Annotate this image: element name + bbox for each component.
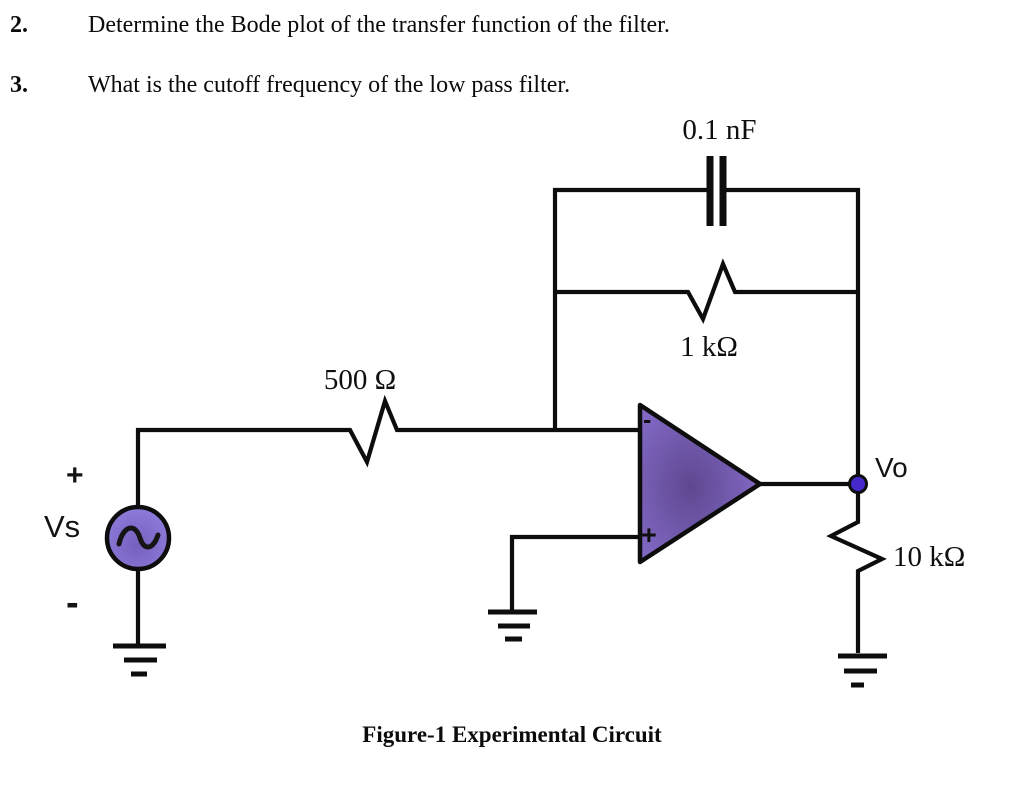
question-3-number: 3. bbox=[10, 72, 28, 98]
wire-feedback-right bbox=[726, 187, 861, 476]
wires-group bbox=[113, 156, 887, 688]
question-3-text: What is the cutoff frequency of the low … bbox=[88, 72, 571, 98]
wire-feedback-left bbox=[552, 187, 707, 430]
label-source-vs: Vs bbox=[44, 509, 81, 544]
question-2-text: Determine the Bode plot of the transfer … bbox=[88, 12, 670, 38]
source-plus-terminal: + bbox=[66, 459, 84, 492]
label-load-resistor: 10 kΩ bbox=[893, 541, 966, 573]
ground-symbol-load bbox=[838, 653, 887, 688]
label-input-resistor: 500 Ω bbox=[323, 364, 397, 396]
label-feedback-capacitor: 0.1 nF bbox=[682, 114, 757, 146]
sine-wave-icon bbox=[116, 525, 161, 550]
opamp-inverting-sign: - bbox=[643, 406, 652, 434]
label-feedback-resistor: 1 kΩ bbox=[680, 331, 738, 363]
wire-feedback-resistor-1k bbox=[555, 258, 858, 325]
opamp-triangle bbox=[637, 402, 763, 565]
figure-caption: Figure-1 Experimental Circuit bbox=[362, 722, 662, 747]
wire-load-resistor-10k bbox=[826, 492, 887, 653]
ground-symbol-source bbox=[113, 643, 166, 677]
wire-noninverting-ground bbox=[509, 534, 640, 610]
source-minus-terminal: - bbox=[66, 582, 79, 624]
ground-symbol-noninverting bbox=[488, 609, 537, 642]
question-2-number: 2. bbox=[10, 12, 28, 38]
opamp-noninverting-sign: + bbox=[641, 520, 657, 550]
wire-input-resistor-500 bbox=[135, 394, 640, 507]
output-node-dot bbox=[848, 474, 868, 494]
label-output-vo: Vo bbox=[875, 452, 908, 483]
